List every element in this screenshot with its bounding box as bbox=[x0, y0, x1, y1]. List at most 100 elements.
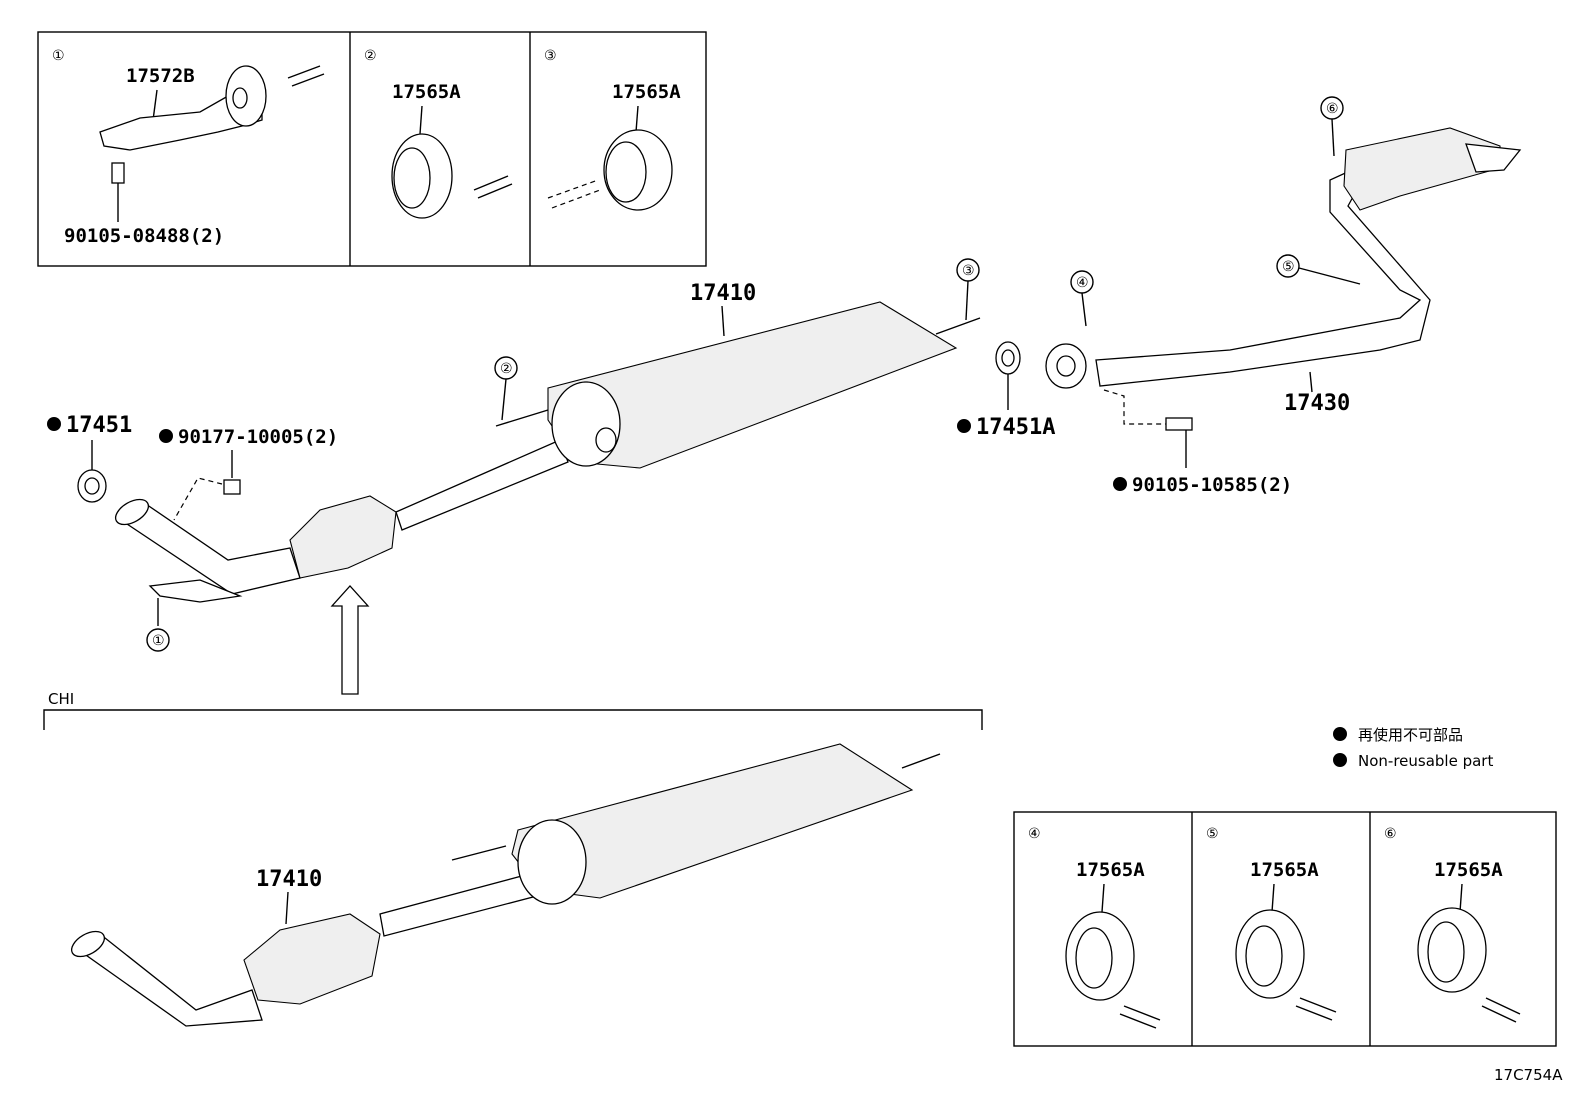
inset-4: ④ 17565A bbox=[1028, 826, 1161, 1029]
inset-2-part-label: 17565A bbox=[392, 81, 461, 103]
tail-bolt-label: 90105-10585(2) bbox=[1132, 474, 1292, 496]
leader-line bbox=[1298, 267, 1361, 285]
tail-tip bbox=[1465, 143, 1522, 173]
top-inset-group: ① 17572B 90105-08488(2) ② 17565A bbox=[37, 31, 707, 267]
bottom-inset-frame bbox=[1013, 811, 1557, 1047]
bolt-90105-08488 bbox=[111, 162, 125, 184]
non-reusable-dot bbox=[1113, 477, 1127, 491]
legend-ja: 再使用不可部品 bbox=[1358, 726, 1463, 744]
tail-pipe-label: 17430 bbox=[1284, 391, 1350, 416]
tail-muffler bbox=[1343, 127, 1501, 211]
callout-circle bbox=[146, 628, 170, 652]
bolt-hidden-line bbox=[1103, 389, 1166, 425]
inset-4-part-label: 17565A bbox=[1076, 859, 1145, 881]
front-pipe: ① bbox=[114, 498, 301, 652]
bolt-90105-10585 bbox=[1165, 417, 1193, 431]
tail-bolt: 90105-10585(2) bbox=[1103, 389, 1292, 496]
leader-line bbox=[1081, 292, 1087, 327]
chi-hanger-rod bbox=[901, 753, 941, 769]
inset-2-ref: ② bbox=[364, 48, 377, 64]
callout-5: ⑤ bbox=[1282, 259, 1295, 275]
front-bracket bbox=[148, 579, 243, 603]
inset-1-part-label: 17572B bbox=[126, 65, 195, 87]
nut-hidden-line bbox=[173, 477, 223, 521]
inset-5-part-label: 17565A bbox=[1250, 859, 1319, 881]
leader-line bbox=[1459, 883, 1463, 913]
inset-4-ref: ④ bbox=[1028, 826, 1041, 842]
chi-center-pipe-label: 17410 bbox=[256, 867, 322, 892]
up-arrow bbox=[330, 585, 370, 695]
chi-hanger-rod bbox=[451, 845, 507, 861]
leader-line bbox=[1309, 371, 1313, 393]
leader-line bbox=[1101, 883, 1105, 913]
inset-3: ③ 17565A bbox=[544, 48, 681, 211]
chi-front-pipe bbox=[74, 933, 263, 1027]
hanger-rod bbox=[1295, 1005, 1333, 1021]
tail-flange-hole bbox=[1056, 355, 1076, 377]
muffler-inlet bbox=[595, 427, 617, 453]
muffler-end-cap bbox=[551, 381, 621, 467]
mid-pipe bbox=[395, 439, 569, 531]
inset-5: ⑤ 17565A bbox=[1206, 826, 1337, 1021]
inset-6-ref: ⑥ bbox=[1384, 826, 1397, 842]
inset-6-part-label: 17565A bbox=[1434, 859, 1503, 881]
inset-1-ref: ① bbox=[52, 48, 65, 64]
hanger-rod bbox=[291, 73, 325, 87]
leader-line bbox=[965, 280, 969, 321]
figure-id: 17C754A bbox=[1494, 1066, 1563, 1084]
hanger-rod bbox=[1123, 1005, 1161, 1021]
gasket-hole bbox=[1001, 349, 1015, 367]
leader-line bbox=[285, 891, 289, 925]
inset-1-bolt-label: 90105-08488(2) bbox=[64, 225, 224, 247]
hanger-rod bbox=[1481, 1005, 1517, 1023]
rubber-hanger-face bbox=[393, 147, 431, 209]
legend: 再使用不可部品 Non-reusable part bbox=[1333, 726, 1493, 770]
nut-90177 bbox=[223, 479, 241, 495]
hanger-rod bbox=[1299, 997, 1337, 1013]
hanger-rod-3 bbox=[935, 317, 981, 335]
inset-1: ① 17572B 90105-08488(2) bbox=[52, 48, 325, 247]
inset-2: ② 17565A bbox=[364, 48, 513, 219]
tail-pipe: 17430 ④ ⑤ ⑥ bbox=[1045, 96, 1522, 416]
converter-shell bbox=[289, 495, 397, 579]
rubber-hanger-face bbox=[605, 141, 647, 203]
bottom-inset-group: ④ 17565A ⑤ 17565A ⑥ 17565A bbox=[1013, 811, 1557, 1047]
hanger-rod-hidden bbox=[547, 179, 599, 199]
bracket-17572b bbox=[99, 89, 263, 151]
front-nut: 90177-10005(2) bbox=[159, 426, 338, 521]
gasket-hole bbox=[84, 477, 100, 495]
leader-line bbox=[721, 305, 725, 337]
leader-line bbox=[419, 105, 423, 135]
hanger-rod bbox=[477, 183, 513, 199]
inset-5-ref: ⑤ bbox=[1206, 826, 1219, 842]
hanger-rod bbox=[473, 175, 509, 191]
main-assembly: ① 17410 ② ③ 17451 bbox=[47, 96, 1522, 695]
hanger-rod bbox=[1485, 997, 1521, 1015]
front-flange bbox=[114, 498, 150, 526]
callout-6: ⑥ bbox=[1326, 101, 1339, 117]
center-muffler: 17410 ② ③ bbox=[494, 258, 981, 469]
chi-label: CHI bbox=[48, 690, 74, 708]
catalytic-converter bbox=[289, 439, 569, 579]
legend-en: Non-reusable part bbox=[1358, 752, 1493, 770]
callout-circle bbox=[1276, 254, 1300, 278]
inset-3-part-label: 17565A bbox=[612, 81, 681, 103]
rear-gasket: 17451A bbox=[957, 341, 1055, 440]
non-reusable-dot bbox=[957, 419, 971, 433]
hanger-rod bbox=[287, 65, 321, 79]
hanger-rod-hidden bbox=[551, 189, 601, 209]
front-gasket-label: 17451 bbox=[66, 413, 132, 438]
callout-2: ② bbox=[500, 361, 513, 377]
hanger-rod-2 bbox=[495, 409, 549, 427]
leader-line bbox=[635, 105, 639, 133]
rubber-hanger-face bbox=[1427, 921, 1465, 983]
chi-front-flange bbox=[70, 930, 106, 958]
chi-muffler-end-cap bbox=[517, 819, 587, 905]
front-gasket: 17451 bbox=[47, 413, 132, 503]
callout-4: ④ bbox=[1076, 275, 1089, 291]
rear-gasket-label: 17451A bbox=[976, 415, 1055, 440]
chi-converter bbox=[243, 913, 381, 1005]
leader-line bbox=[1271, 883, 1275, 913]
legend-dot bbox=[1333, 753, 1347, 767]
